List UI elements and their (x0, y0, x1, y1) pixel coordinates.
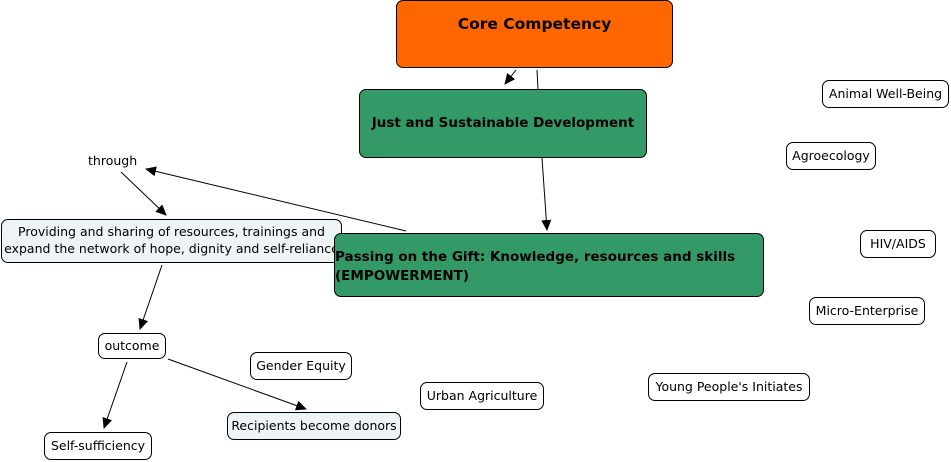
node-young-peoples-initiates[interactable]: Young People's Initiates (648, 373, 810, 401)
edge-through-to-providing (120, 171, 167, 216)
linking-phrase-through[interactable]: through (88, 153, 137, 168)
node-label-line-2: expand the network of hope, dignity and … (4, 241, 339, 256)
edge-providing-to-outcome (138, 264, 163, 330)
node-core-competency[interactable]: Core Competency (396, 0, 673, 68)
node-hiv-aids[interactable]: HIV/AIDS (860, 230, 936, 258)
edge-just-to-passing (541, 157, 552, 231)
node-label-line-2: (EMPOWERMENT) (335, 267, 470, 284)
node-label: Young People's Initiates (655, 378, 803, 394)
node-gender-equity[interactable]: Gender Equity (250, 352, 352, 380)
edge-core-to-just (536, 69, 539, 90)
node-label: Recipients become donors (231, 417, 397, 433)
node-outcome[interactable]: outcome (98, 333, 166, 359)
node-passing-on-the-gift[interactable]: Passing on the Gift: Knowledge, resource… (334, 233, 764, 297)
linking-phrase-label: through (88, 153, 138, 168)
node-providing-sharing[interactable]: Providing and sharing of resources, trai… (1, 219, 342, 263)
node-label: HIV/AIDS (870, 235, 926, 251)
node-self-sufficiency[interactable]: Self-sufficiency (44, 432, 152, 460)
node-label-line-1: Passing on the Gift: Knowledge, resource… (335, 249, 736, 266)
node-micro-enterprise[interactable]: Micro-Enterprise (809, 297, 925, 325)
node-label: Animal Well-Being (828, 85, 943, 101)
node-label: Urban Agriculture (426, 387, 538, 403)
node-label: Core Competency (457, 15, 612, 33)
node-label: outcome (104, 337, 160, 353)
node-label: Self-sufficiency (50, 437, 146, 453)
edge-core-to-just-arrow (504, 69, 517, 85)
node-recipients-become-donors[interactable]: Recipients become donors (227, 412, 401, 440)
node-just-sustainable-development[interactable]: Just and Sustainable Development (359, 89, 647, 158)
node-animal-well-being[interactable]: Animal Well-Being (822, 80, 949, 108)
node-label: Agroecology (792, 147, 870, 163)
edge-outcome-to-self-sufficiency (102, 361, 128, 429)
node-label: Micro-Enterprise (815, 302, 919, 318)
node-agroecology[interactable]: Agroecology (786, 142, 876, 170)
node-label-line-1: Providing and sharing of resources, trai… (18, 224, 325, 240)
node-label: Gender Equity (256, 357, 346, 373)
node-urban-agriculture[interactable]: Urban Agriculture (420, 382, 544, 410)
node-label: Just and Sustainable Development (371, 115, 635, 132)
